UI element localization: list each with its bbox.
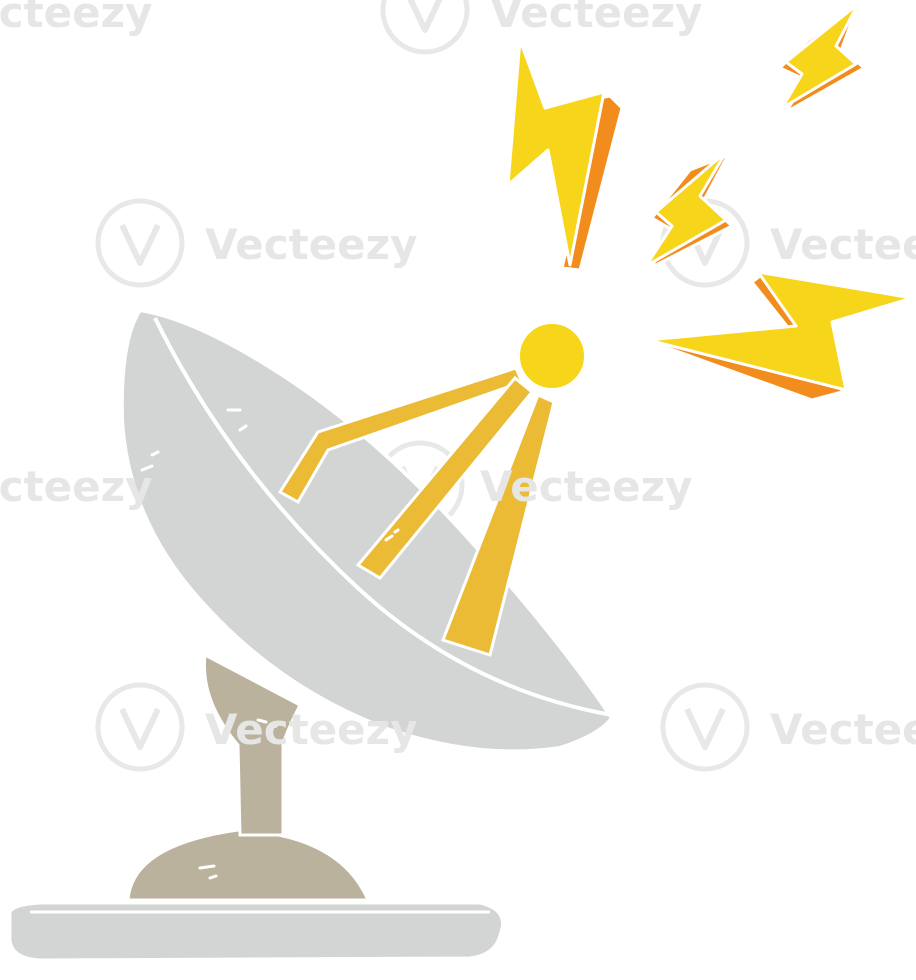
feed-arms (277, 366, 556, 657)
vecteezy-logo-icon (95, 198, 185, 288)
vecteezy-logo-icon (660, 682, 750, 772)
base-plate (8, 901, 504, 962)
highlight-marks (140, 408, 400, 880)
lightning-bolt-icon (777, 0, 867, 114)
lightning-bolt-icon (506, 38, 624, 272)
dish-stand (126, 652, 371, 902)
feed-ball (516, 320, 588, 392)
vecteezy-logo-icon (380, 0, 470, 55)
signal-bolts (506, 0, 914, 402)
lightning-bolt-icon (644, 150, 735, 270)
watermark-layer (95, 0, 750, 772)
vecteezy-logo-icon (95, 682, 185, 772)
lightning-bolt-icon (645, 270, 914, 402)
